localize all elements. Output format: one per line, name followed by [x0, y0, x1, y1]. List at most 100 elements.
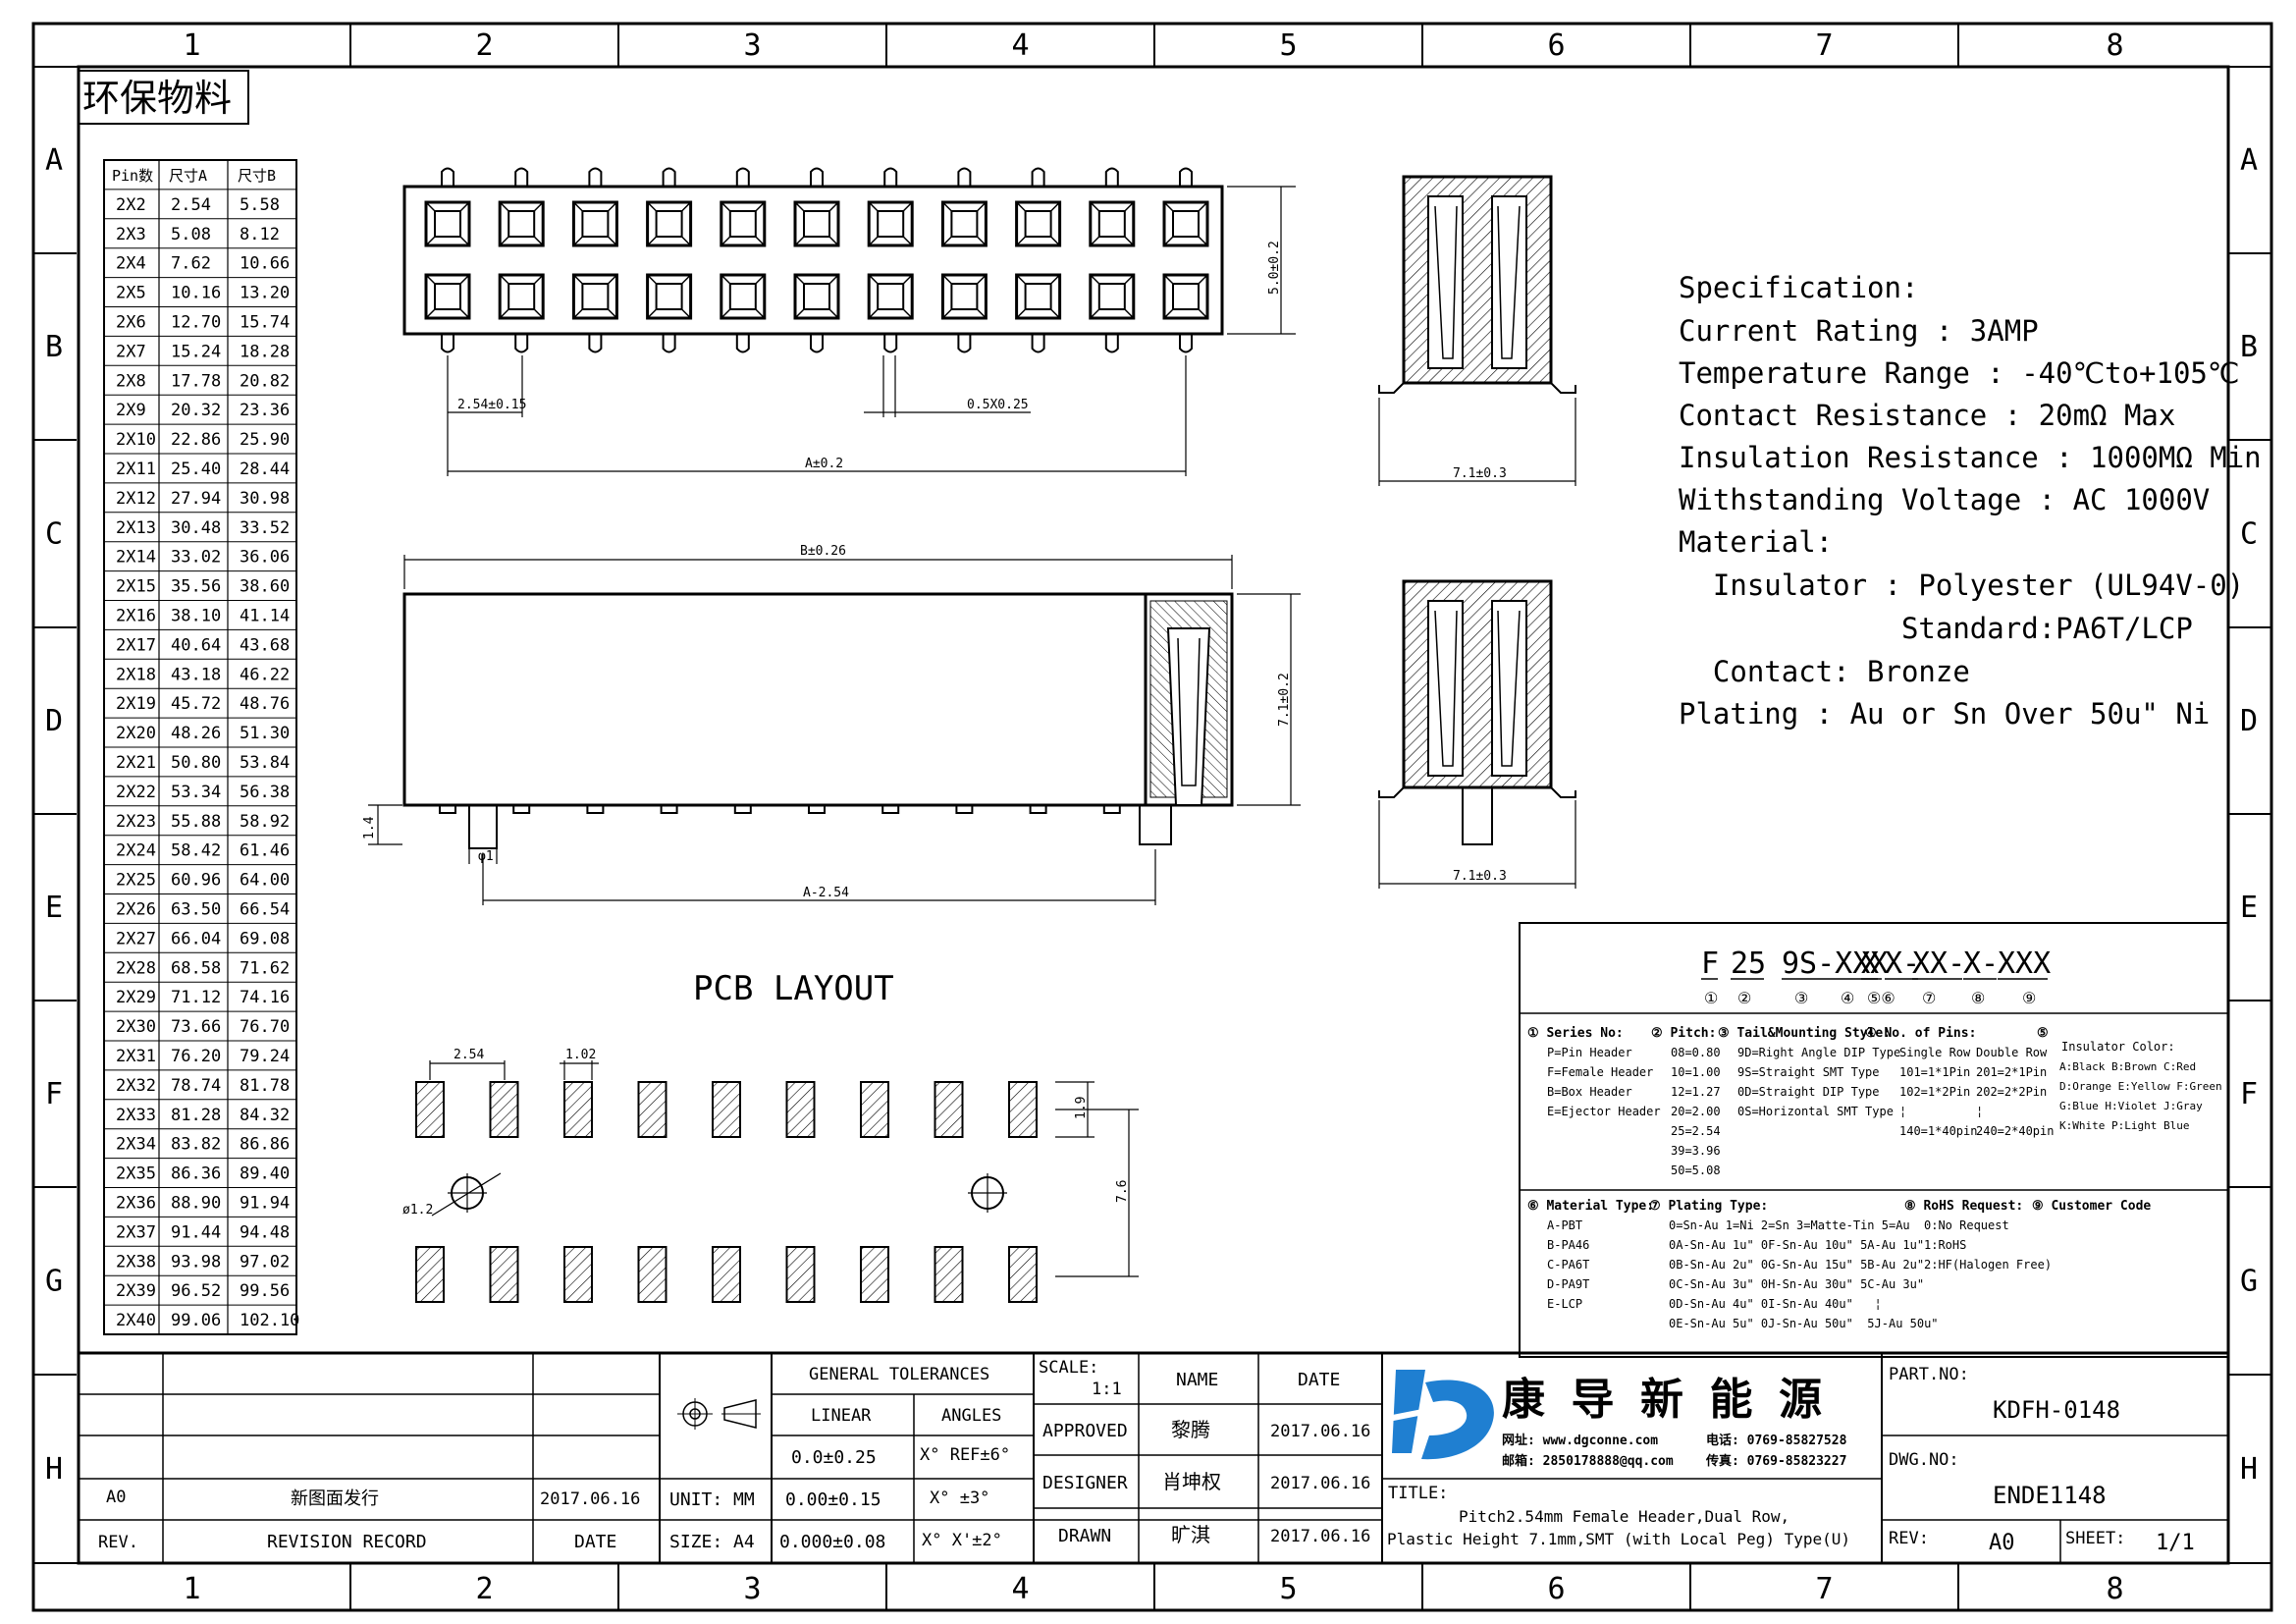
grid-row-label: D — [2240, 704, 2258, 738]
pin-table-cell: 27.94 — [171, 489, 221, 509]
pin-table-cell: 2X28 — [116, 958, 156, 978]
pin-table-cell: 99.06 — [171, 1311, 221, 1330]
pcb-hole: ø1.2 — [402, 1203, 433, 1218]
pcb-layout-title: PCB LAYOUT — [693, 969, 894, 1008]
pcb-layout: 2.54 1.02 1.9 7.6 ø1.2 — [402, 1048, 1139, 1303]
part-code-segment: X- — [1885, 947, 1920, 981]
tol-angle-2: X° ±3° — [930, 1489, 989, 1508]
pin-table-cell: 2.54 — [171, 195, 211, 215]
pin-table-cell: 48.26 — [171, 724, 221, 743]
pin-table-header: 尺寸A — [169, 167, 207, 185]
pin-table-cell: 15.24 — [171, 342, 221, 361]
pin-table-cell: 2X10 — [116, 430, 156, 450]
dim-a: A±0.2 — [805, 457, 843, 471]
pin-table-cell: 99.56 — [240, 1281, 290, 1301]
grid-col-label: 3 — [744, 28, 762, 63]
company-name: 康 导 新 能 源 — [1502, 1375, 1822, 1425]
rev-label: REV: — [1889, 1529, 1929, 1548]
part-code-segment: X- — [1963, 947, 1999, 981]
dwg-no: ENDE1148 — [1993, 1482, 2107, 1509]
pin-table-cell: 2X30 — [116, 1017, 156, 1037]
legend-item: 102=1*2Pin — [1899, 1085, 1970, 1099]
company-email: 邮箱: 2850178888@qq.com — [1502, 1453, 1674, 1469]
pin-table-cell: 2X29 — [116, 988, 156, 1007]
pin-table-cell: 38.60 — [240, 577, 290, 597]
legend-item: ¦ — [1976, 1105, 1983, 1118]
grid-col-label: 7 — [1816, 1572, 1834, 1606]
spec-line: Contact: Bronze — [1679, 655, 1970, 688]
pin-table-cell: 40.64 — [171, 635, 221, 655]
pin-table-cell: 5.08 — [171, 225, 211, 244]
pcb-row-span: 7.6 — [1115, 1180, 1130, 1203]
approved-label: APPROVED — [1042, 1421, 1128, 1441]
pin-table-cell: 2X27 — [116, 929, 156, 948]
part-code-segment: 25 — [1731, 947, 1766, 981]
general-tolerances: GENERAL TOLERANCES — [809, 1365, 989, 1384]
pin-table-cell: 2X34 — [116, 1135, 156, 1155]
pin-table-cell: 71.62 — [240, 958, 290, 978]
legend-title: ① Series No: — [1527, 1026, 1624, 1041]
pin-table-cell: 2X23 — [116, 812, 156, 832]
spec-line: Plating : Au or Sn Over 50u" Ni — [1679, 697, 2210, 731]
pin-table-cell: 89.40 — [240, 1164, 290, 1184]
pin-table-cell: 25.90 — [240, 430, 290, 450]
pin-table-cell: 86.36 — [171, 1164, 221, 1184]
legend-title: ⑨ Customer Code — [2032, 1199, 2151, 1214]
grid-row-label: C — [2240, 517, 2258, 552]
legend-item: 0C-Sn-Au 3u" 0H-Sn-Au 30u" 5C-Au 3u" — [1669, 1277, 1924, 1291]
designer-date: 2017.06.16 — [1270, 1474, 1370, 1493]
part-code-number: ④ — [1841, 989, 1854, 1007]
grid-row-label: C — [45, 517, 63, 552]
pin-table-cell: 86.86 — [240, 1135, 290, 1155]
part-code-number: ⑦ — [1922, 989, 1936, 1007]
pin-table-cell: 25.40 — [171, 460, 221, 479]
pin-table-cell: 53.34 — [171, 783, 221, 802]
pin-table-cell: 45.72 — [171, 694, 221, 714]
grid-col-label: 5 — [1280, 28, 1298, 63]
legend-item: 2:HF(Halogen Free) — [1924, 1258, 2052, 1272]
legend-item: D-PA9T — [1547, 1277, 1589, 1291]
grid-col-label: 1 — [184, 1572, 201, 1606]
pin-table-cell: 2X12 — [116, 489, 156, 509]
pin-table-cell: 2X3 — [116, 225, 146, 244]
side-view-2: 7.1±0.3 — [1378, 579, 1576, 889]
pin-table-cell: 36.06 — [240, 548, 290, 568]
dwg-no-label: DWG.NO: — [1889, 1450, 1959, 1470]
pin-table-cell: 81.28 — [171, 1106, 221, 1125]
pin-table-cell: 51.30 — [240, 724, 290, 743]
legend-item: Single Row — [1899, 1046, 1971, 1059]
pin-table-cell: 76.20 — [171, 1047, 221, 1066]
part-code-number: ⑨ — [2022, 989, 2036, 1007]
part-code-number: ① — [1704, 989, 1718, 1007]
tol-linear-1: 0.0±0.25 — [791, 1447, 877, 1468]
legend-item: 0B-Sn-Au 2u" 0G-Sn-Au 15u" 5B-Au 2u" — [1669, 1258, 1924, 1272]
part-no: KDFH-0148 — [1993, 1396, 2120, 1424]
grid-row-label: B — [2240, 330, 2258, 364]
legend-item: B=Box Header — [1547, 1085, 1632, 1099]
pin-table-cell: 84.32 — [240, 1106, 290, 1125]
linear-label: LINEAR — [811, 1406, 872, 1426]
pin-table-cell: 18.28 — [240, 342, 290, 361]
pin-table-cell: 7.62 — [171, 254, 211, 274]
dim-peg-dia: φ1 — [478, 849, 494, 864]
dim-standoff: 1.4 — [362, 816, 377, 839]
legend-item: A:Black B:Brown C:Red — [2059, 1060, 2196, 1073]
pin-table-cell: 2X22 — [116, 783, 156, 802]
pin-table-cell: 58.42 — [171, 841, 221, 861]
pin-table-cell: 2X31 — [116, 1047, 156, 1066]
pin-table-cell: 46.22 — [240, 665, 290, 684]
dim-b: B±0.26 — [800, 544, 846, 559]
grid-row-label: F — [2240, 1077, 2258, 1111]
pin-table-cell: 13.20 — [240, 284, 290, 303]
pin-table-cell: 78.74 — [171, 1076, 221, 1096]
pin-table-cell: 60.96 — [171, 871, 221, 891]
pin-table-cell: 74.16 — [240, 988, 290, 1007]
legend-item: 39=3.96 — [1671, 1144, 1721, 1158]
pin-table-cell: 33.52 — [240, 518, 290, 538]
eco-label: 环保物料 — [82, 77, 232, 120]
pin-table-cell: 66.04 — [171, 929, 221, 948]
scale-value: 1:1 — [1092, 1380, 1122, 1399]
